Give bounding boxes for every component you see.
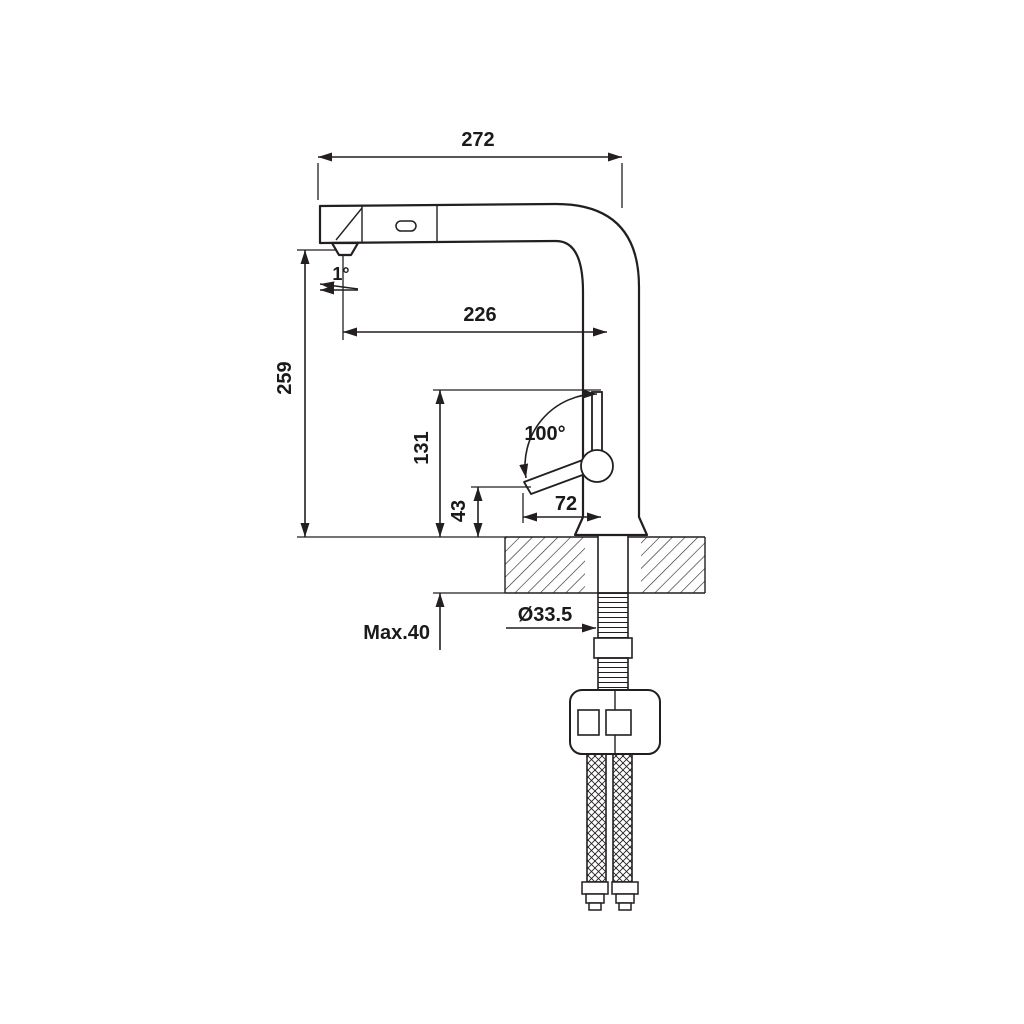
flex-hose-right: [612, 753, 633, 883]
dim-label-max40: Max.40: [363, 622, 430, 644]
hose-fitting-right: [611, 881, 639, 911]
nut-window-left: [577, 709, 600, 736]
dim-label-43: 43: [448, 500, 470, 522]
shank-through-counter: [597, 534, 629, 594]
threaded-shank-upper: [597, 592, 629, 639]
dim-1deg: 1°: [319, 264, 359, 295]
dim-label-272: 272: [461, 129, 494, 151]
dim-max40: Max.40: [363, 592, 505, 650]
aerator-nozzle: [330, 241, 360, 257]
dim-label-259: 259: [274, 361, 296, 394]
dim-label-hole-diameter: Ø33.5: [518, 604, 572, 626]
worktop-section: [504, 536, 706, 594]
dim-label-131: 131: [411, 431, 433, 464]
under-counter-assembly: [569, 534, 661, 911]
spray-head-angle-line: [335, 207, 363, 241]
worktop-hatch-right: [641, 537, 705, 593]
dim-226: 226: [342, 256, 607, 340]
handle-pivot: [580, 449, 614, 483]
shank-collar: [593, 637, 633, 659]
worktop-hatch-left: [505, 537, 585, 593]
pullout-release-button: [395, 220, 417, 232]
dim-label-1deg: 1°: [332, 264, 349, 284]
dim-43: 43: [448, 486, 531, 537]
threaded-shank-lower: [597, 657, 629, 691]
dim-259: 259: [274, 249, 505, 538]
dim-72: 72: [522, 493, 601, 523]
dimension-annotations: 272 226 259 131 43: [274, 129, 623, 650]
handle-pin-up-position: [591, 391, 603, 455]
dim-label-226: 226: [463, 304, 496, 326]
hose-fitting-left: [581, 881, 609, 911]
nut-window-right: [605, 709, 632, 736]
faucet-body: [318, 202, 649, 537]
dim-272: 272: [317, 129, 623, 208]
dim-label-72: 72: [555, 493, 577, 515]
flex-hose-left: [586, 753, 607, 883]
dim-100deg: 100°: [519, 389, 598, 479]
faucet-silhouette: [318, 202, 649, 537]
dim-hole-diameter: Ø33.5: [506, 604, 596, 633]
dim-label-100deg: 100°: [524, 423, 565, 445]
